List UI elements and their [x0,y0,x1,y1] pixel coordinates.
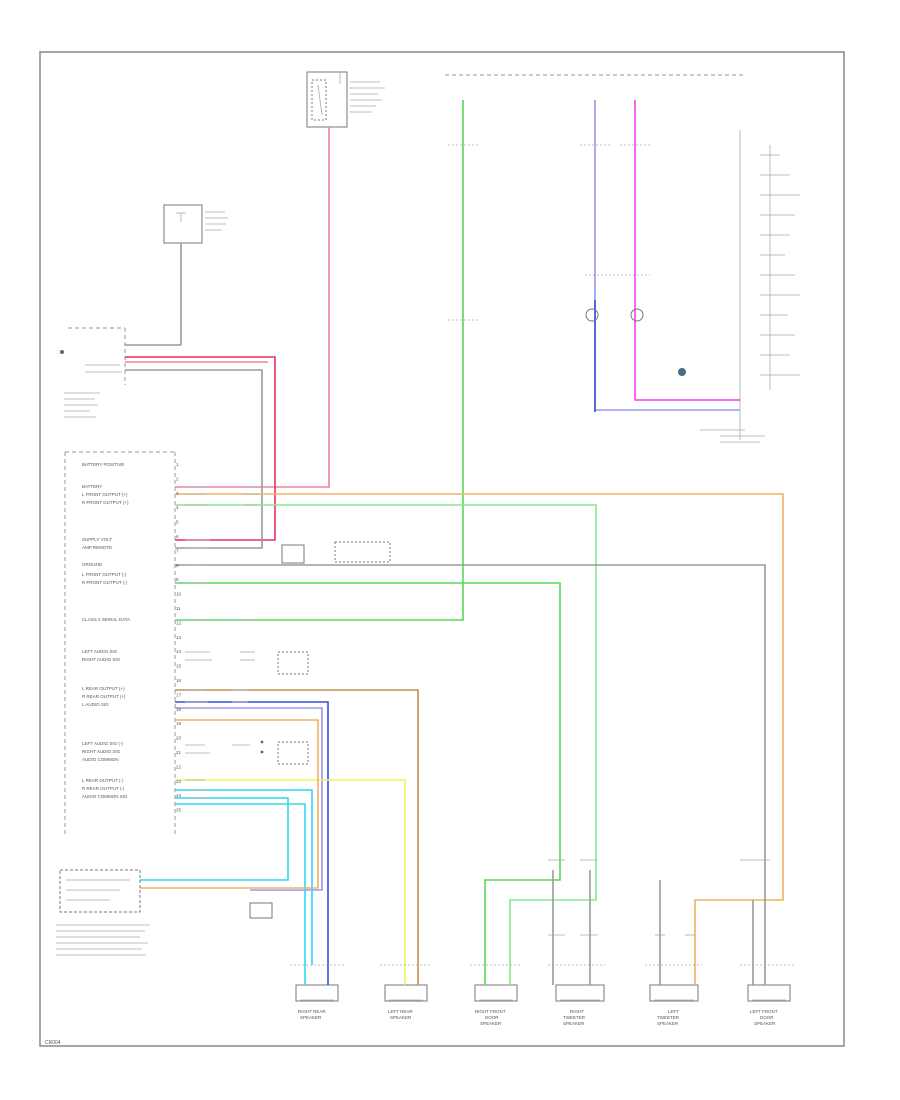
pin-number: 5 [176,520,179,525]
instrument-panel-block [445,74,800,443]
svg-text:AUDIO COMMON SIG: AUDIO COMMON SIG [82,794,128,799]
audio-module-box [56,869,273,956]
speaker-label: SPEAKER [480,1021,502,1026]
speaker-left-tweeter: LEFT TWEETER SPEAKER [649,984,699,1026]
pin-number-column: 1234567891011121314151617181920212223242… [176,462,182,813]
speaker-right-tweeter: RIGHT TWEETER SPEAKER [555,984,605,1026]
svg-text:RIGHT AUDIO SIG: RIGHT AUDIO SIG [82,657,121,662]
svg-text:L REAR OUTPUT (+): L REAR OUTPUT (+) [82,686,125,691]
antenna-module [125,204,228,346]
svg-text:BATTERY: BATTERY [82,484,102,489]
svg-text:CLASS 2 SERIAL DATA: CLASS 2 SERIAL DATA [82,617,130,622]
footer-code: CR004 [45,1040,61,1046]
svg-text:RIGHT AUDIO SIG: RIGHT AUDIO SIG [82,749,121,754]
speaker-label: LEFT REAR [388,1009,413,1014]
svg-text:LEFT AUDIO SIG (-): LEFT AUDIO SIG (-) [82,741,123,746]
svg-text:L FRONT OUTPUT (+): L FRONT OUTPUT (+) [82,492,128,497]
svg-text:R REAR OUTPUT (+): R REAR OUTPUT (+) [82,694,126,699]
pin-number: 20 [176,736,182,741]
speaker-label: RIGHT FRONT [475,1009,506,1014]
speaker-label: SPEAKER [754,1021,776,1026]
speaker-label: LEFT [668,1009,679,1014]
pin-number: 21 [176,750,182,755]
pin-number: 2 [176,476,179,481]
speaker-right-front-door: RIGHT FRONT DOOR SPEAKER [474,984,518,1026]
speaker-label: TWEETER [657,1015,680,1020]
diagram-frame [39,51,845,1047]
svg-text:GROUND: GROUND [82,562,103,567]
svg-text:L REAR OUTPUT (-): L REAR OUTPUT (-) [82,778,124,783]
svg-text:R REAR OUTPUT (-): R REAR OUTPUT (-) [82,786,125,791]
pin-number: 12 [176,620,182,625]
pin-number: 8 [176,563,179,568]
svg-text:R FRONT OUTPUT (-): R FRONT OUTPUT (-) [82,580,128,585]
svg-text:AUDIO COMMON: AUDIO COMMON [82,757,119,762]
pin-number: 22 [176,764,182,769]
pin-number: 19 [176,721,182,726]
svg-text:AMP REMOTE: AMP REMOTE [82,545,112,550]
speaker-label: RIGHT REAR [298,1009,326,1014]
pin-number: 25 [176,808,182,813]
pin-number: 15 [176,664,182,669]
svg-text:R FRONT OUTPUT (+): R FRONT OUTPUT (+) [82,500,129,505]
pin-number: 6 [176,534,179,539]
svg-text:L AUDIO SIG: L AUDIO SIG [82,702,109,707]
pin-number: 3 [176,491,179,496]
pin-number: 14 [176,649,182,654]
pin-number: 9 [176,577,179,582]
svg-text:BATTERY POSITIVE: BATTERY POSITIVE [82,462,124,467]
pin-number: 13 [176,635,182,640]
speaker-label: TWEETER [563,1015,586,1020]
splice-connectors [260,541,391,765]
speaker-label: DOOR [485,1015,499,1020]
pin-number: 7 [176,548,179,553]
pin-number: 24 [176,793,182,798]
speaker-left-rear: LEFT REAR SPEAKER [384,984,428,1020]
wire-color-labels [185,486,258,799]
pin-number: 17 [176,692,182,697]
radio-connector-top [60,327,126,418]
speaker-right-rear: RIGHT REAR SPEAKER [295,984,339,1020]
pin-number: 10 [176,592,182,597]
speaker-connectors [290,859,795,966]
svg-text:L FRONT OUTPUT (-): L FRONT OUTPUT (-) [82,572,127,577]
speaker-left-front-door: LEFT FRONT DOOR SPEAKER [747,984,791,1026]
svg-text:LEFT AUDIO SIG: LEFT AUDIO SIG [82,649,118,654]
speakers: RIGHT REAR SPEAKER LEFT REAR SPEAKER RIG… [295,984,791,1026]
speaker-label: LEFT FRONT [750,1009,778,1014]
speaker-label: SPEAKER [300,1015,322,1020]
speaker-label: SPEAKER [657,1021,679,1026]
svg-text:SUPPLY VOLT: SUPPLY VOLT [82,537,112,542]
pin-number: 1 [176,462,179,467]
pin-number: 18 [176,707,182,712]
pin-number: 23 [176,779,182,784]
fuse-block [306,71,385,128]
radio-pin-labels: BATTERY POSITIVE BATTERY L FRONT OUTPUT … [82,462,130,799]
radio-main-block [64,451,176,835]
connector-markers [448,144,650,321]
speaker-label: SPEAKER [390,1015,412,1020]
pin-number: 11 [176,606,181,611]
speaker-label: SPEAKER [563,1021,585,1026]
speaker-label: RIGHT [570,1009,584,1014]
speaker-label: DOOR [760,1015,774,1020]
pin-number: 4 [176,505,179,510]
pin-number: 16 [176,678,182,683]
